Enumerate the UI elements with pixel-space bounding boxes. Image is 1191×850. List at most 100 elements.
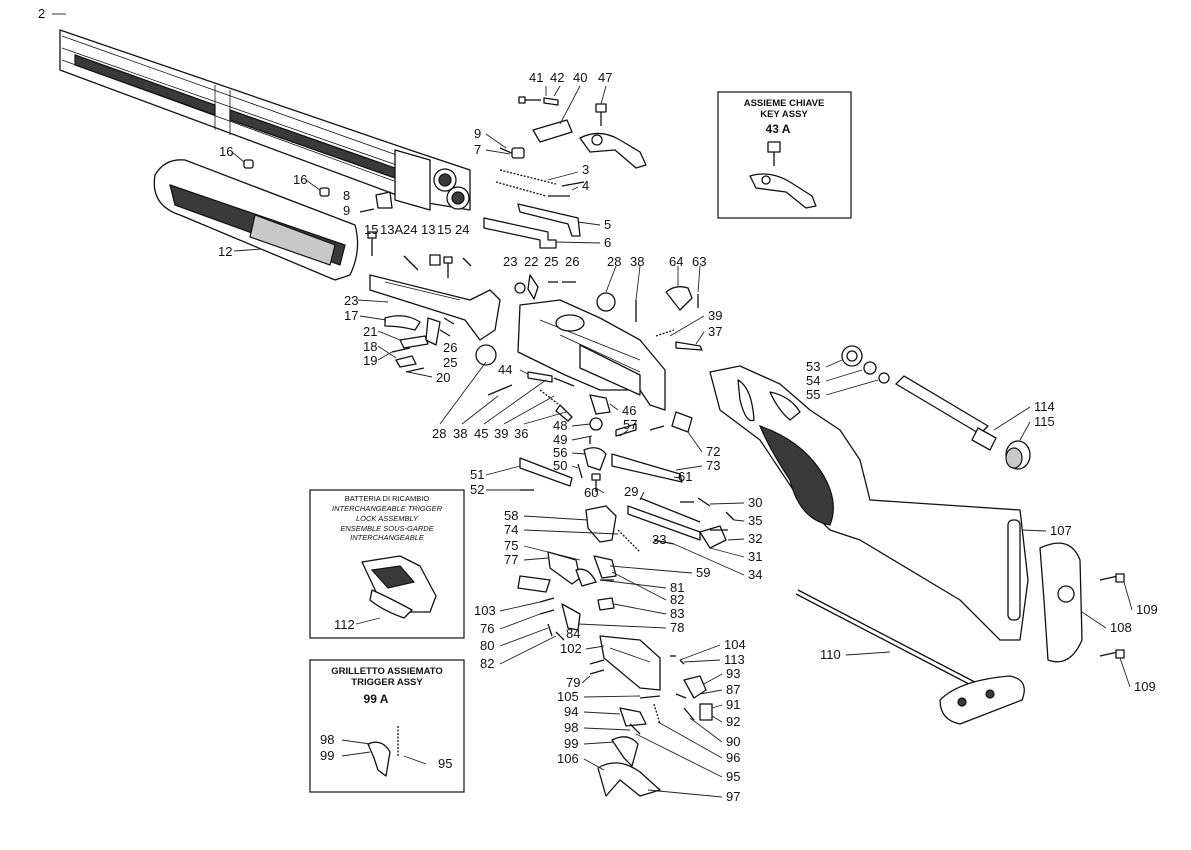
part-number-label: 57: [623, 417, 637, 432]
part-number-label: 39: [708, 308, 722, 323]
part-number-label: 49: [553, 432, 567, 447]
part-number-label: 13: [421, 222, 435, 237]
part-number-label: 35: [748, 513, 762, 528]
part-number-label: 16: [293, 172, 307, 187]
receiver: [514, 274, 703, 411]
part-number-label: 84: [566, 626, 580, 641]
part-number-label: 50: [553, 458, 567, 473]
part-number-label: 41: [529, 70, 543, 85]
part-number-label: 32: [748, 531, 762, 546]
part-number-label: 15: [364, 222, 378, 237]
part-number-label: 106: [557, 751, 579, 766]
part-number-label: 26: [565, 254, 579, 269]
part-number-label: 53: [806, 359, 820, 374]
part-number-label: 90: [726, 734, 740, 749]
part-number-label: 61: [678, 469, 692, 484]
part-number-label: 38: [630, 254, 644, 269]
part-number-label: 22: [524, 254, 538, 269]
stock-bolt-parts: [841, 345, 1031, 470]
part-number-label: 23: [503, 254, 517, 269]
part-number-label: 6: [604, 235, 611, 250]
part-number-label: 9: [474, 126, 481, 141]
part-number-label: 83: [670, 606, 684, 621]
part-number-label: 103: [474, 603, 496, 618]
part-number-label: 21: [363, 324, 377, 339]
part-number-label: 34: [748, 567, 762, 582]
trigger-plate-parts: [517, 497, 735, 797]
lock-internal-parts: [487, 371, 693, 492]
part-number-label: 102: [560, 641, 582, 656]
part-number-label: 45: [474, 426, 488, 441]
part-number-label: 48: [553, 418, 567, 433]
forend-iron: [369, 274, 501, 373]
part-number-label: 36: [514, 426, 528, 441]
part-number-label: 25: [544, 254, 558, 269]
part-number-label: 109: [1136, 602, 1158, 617]
inset-trigger-assy: GRILLETTO ASSIEMATO TRIGGER ASSY 99 A 98…: [309, 659, 465, 793]
part-number-label: 108: [1110, 620, 1132, 635]
svg-text:95: 95: [438, 756, 452, 771]
part-number-label: 31: [748, 549, 762, 564]
part-number-label: 28: [432, 426, 446, 441]
svg-text:INTERCHANGEABLE TRIGGER: INTERCHANGEABLE TRIGGER: [332, 504, 443, 513]
svg-text:ENSEMBLE SOUS-GARDE: ENSEMBLE SOUS-GARDE: [340, 524, 434, 533]
part-number-label: 16: [219, 144, 233, 159]
part-number-label: 110: [820, 647, 841, 662]
part-number-label: 64: [669, 254, 683, 269]
part-number-label: 109: [1134, 679, 1156, 694]
part-number-label: 8: [343, 188, 350, 203]
part-number-label: 17: [344, 308, 358, 323]
part-number-label: 80: [480, 638, 494, 653]
part-number-label: 54: [806, 373, 820, 388]
part-number-label: 25: [443, 355, 457, 370]
svg-text:98: 98: [320, 732, 334, 747]
part-number-label: 9: [343, 203, 350, 218]
part-number-label: 114: [1034, 399, 1055, 414]
part-number-label: 19: [363, 353, 377, 368]
svg-text:TRIGGER ASSY: TRIGGER ASSY: [351, 677, 423, 688]
part-number-label: 97: [726, 789, 740, 804]
part-number-label: 56: [553, 445, 567, 460]
part-number-label: 5: [604, 217, 611, 232]
svg-text:GRILLETTO ASSIEMATO: GRILLETTO ASSIEMATO: [331, 666, 443, 677]
part-number-label: 60: [584, 485, 598, 500]
leader-lines: [52, 13, 1133, 798]
part-number-labels: 2 41 42 40 47 9 7 3 4 5 6 16 16 8 9 12 1…: [38, 6, 1158, 804]
part-number-label: 44: [498, 362, 512, 377]
part-number-label: 113: [724, 652, 745, 667]
part-number-label: 115: [1034, 414, 1055, 429]
part-number-label: 29: [624, 484, 638, 499]
part-number-label: 82: [480, 656, 494, 671]
part-number-label: 77: [504, 552, 518, 567]
part-number-label: 37: [708, 324, 722, 339]
part-number-label: 26: [443, 340, 457, 355]
part-number-label: 96: [726, 750, 740, 765]
part-number-label: 104: [724, 637, 746, 652]
part-number-label: 87: [726, 682, 740, 697]
part-number-label: 42: [550, 70, 564, 85]
forend: [153, 159, 359, 281]
part-number-label: 2: [38, 6, 45, 21]
part-number-label: 23: [344, 293, 358, 308]
top-lever-parts: [483, 96, 647, 249]
part-number-label: 3: [582, 162, 589, 177]
part-number-label: 91: [726, 697, 740, 712]
part-number-label: 55: [806, 387, 820, 402]
part-number-label: 24: [403, 222, 417, 237]
part-number-label: 93: [726, 666, 740, 681]
part-number-label: 105: [557, 689, 579, 704]
part-number-label: 94: [564, 704, 578, 719]
part-number-label: 24: [455, 222, 469, 237]
part-number-label: 81: [670, 580, 684, 595]
part-number-label: 99: [564, 736, 578, 751]
svg-text:INTERCHANGEABLE: INTERCHANGEABLE: [350, 533, 425, 542]
takedown-tool: [795, 589, 1025, 725]
forend-small-parts: [243, 159, 472, 278]
part-number-label: 33: [652, 532, 666, 547]
part-number-label: 30: [748, 495, 762, 510]
part-number-label: 28: [607, 254, 621, 269]
part-number-label: 58: [504, 508, 518, 523]
inset-key-assy: ASSIEME CHIAVE KEY ASSY 43 A: [717, 91, 852, 219]
part-number-label: 107: [1050, 523, 1072, 538]
part-number-label: 38: [453, 426, 467, 441]
